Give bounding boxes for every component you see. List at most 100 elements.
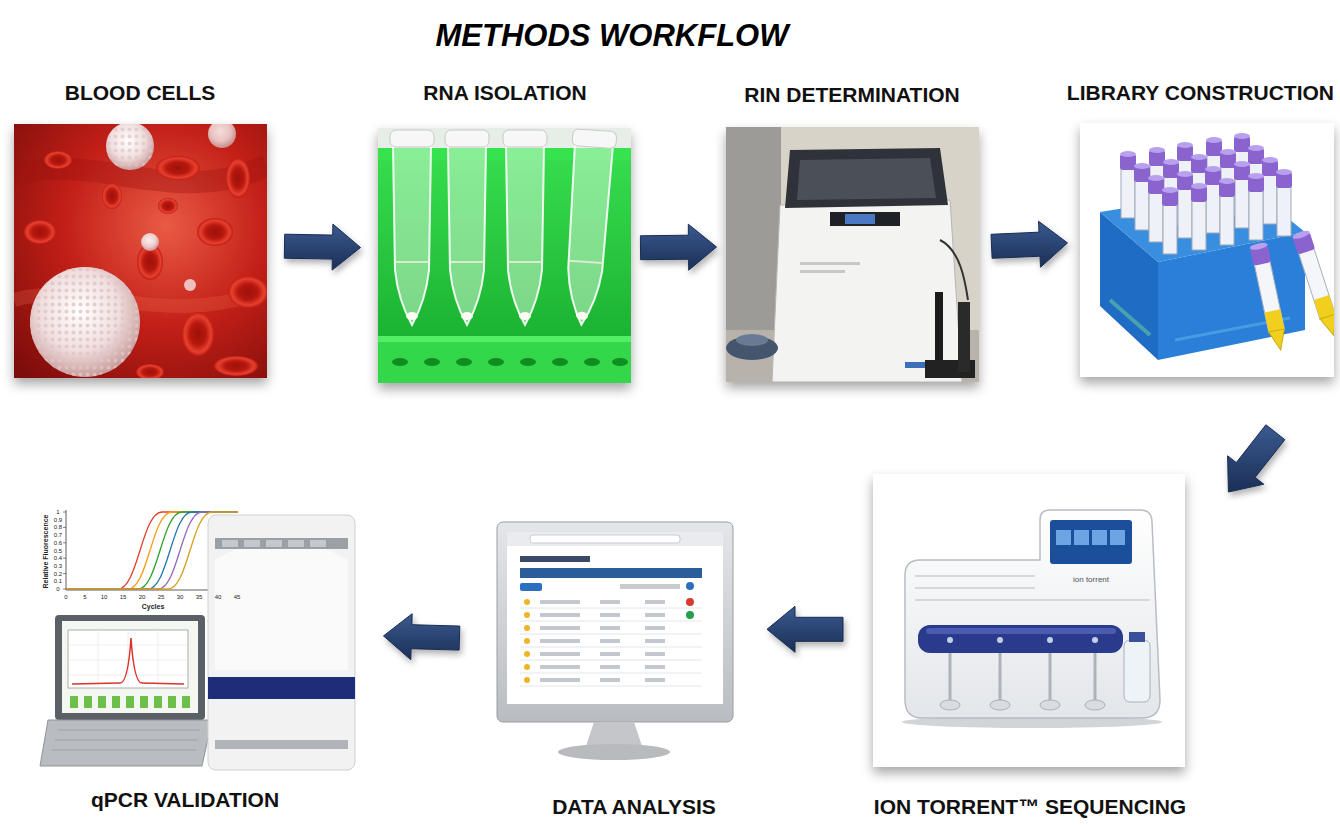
drawing-part	[1124, 640, 1150, 702]
step-heading: BLOOD CELLS	[65, 81, 216, 105]
drawing-part	[266, 540, 282, 547]
drawing-part	[1129, 632, 1145, 642]
drawing-part	[612, 358, 628, 366]
step-panel: RIN DETERMINATION	[726, 127, 979, 382]
drawing-part	[845, 214, 875, 224]
drawing-part	[106, 124, 154, 170]
drawing-part	[645, 600, 665, 604]
drawing-part	[600, 639, 620, 643]
drawing-part	[456, 358, 472, 366]
axis-title: Relative Fluorescence	[43, 514, 50, 588]
drawing-part	[63, 589, 66, 590]
drawing-part	[44, 151, 72, 169]
drawing-part	[915, 587, 1035, 589]
drawing-part	[600, 600, 620, 604]
drawing-part	[63, 558, 66, 559]
drawing-part	[958, 302, 970, 372]
bioanalyzer-illustration	[726, 127, 979, 382]
drawing-part	[915, 599, 1150, 601]
drawing-part	[168, 696, 176, 708]
sequencer-illustration	[873, 474, 1185, 767]
drawing-part	[55, 615, 205, 720]
drawing-part	[926, 628, 1116, 634]
drawing-part	[540, 678, 580, 682]
drawing-part	[686, 611, 694, 619]
drawing-part	[520, 621, 702, 622]
tick-label: 5	[83, 594, 86, 600]
drawing-part	[226, 158, 250, 198]
drawing-part	[158, 630, 159, 688]
drawing-part	[1219, 178, 1235, 245]
tick-label: 0.6	[54, 540, 62, 546]
drawing-part	[772, 200, 962, 382]
drawing-part	[552, 358, 568, 366]
drawing-part	[520, 647, 702, 648]
drawing-part	[141, 233, 159, 251]
drawing-part	[540, 600, 665, 682]
drawing-part	[98, 696, 106, 708]
drawing-part	[530, 535, 680, 543]
drawing-part	[68, 630, 188, 688]
drawing-part	[915, 575, 1035, 577]
drawing-part	[524, 599, 530, 605]
drawing-part	[1080, 123, 1334, 377]
drawing-part	[310, 540, 326, 547]
drawing-part	[645, 626, 665, 630]
drawing-part	[520, 686, 702, 687]
drawing-part	[507, 532, 723, 704]
tick-label: 0	[56, 586, 59, 592]
drawing-part	[1094, 653, 1097, 702]
drawing-part	[182, 696, 190, 708]
drawing-part	[586, 722, 642, 746]
drawing-part	[830, 212, 900, 226]
drawing-part	[102, 183, 122, 209]
drawing-part	[126, 696, 134, 708]
drawing-part	[208, 124, 236, 148]
drawing-part	[497, 522, 733, 722]
axis-title: Cycles	[142, 603, 165, 610]
drawing-part	[445, 130, 489, 325]
drawing-part	[55, 740, 198, 741]
drawing-part	[52, 750, 196, 751]
flow-arrow	[384, 614, 460, 660]
drawing-part	[390, 130, 434, 325]
drawing-part	[520, 660, 702, 661]
drawing-part	[800, 262, 860, 265]
drawing-part	[288, 540, 304, 547]
drawing-part	[524, 599, 530, 683]
drawing-part	[392, 358, 408, 366]
drawing-part	[1110, 300, 1150, 335]
drawing-part	[736, 334, 768, 346]
tick-label: 0.5	[54, 548, 62, 554]
tick-label: 1	[56, 509, 59, 515]
drawing-part	[1092, 530, 1107, 545]
drawing-part	[600, 665, 620, 669]
drawing-part	[524, 677, 530, 683]
drawing-part	[940, 240, 968, 300]
drawing-part	[1177, 171, 1193, 238]
drawing-part	[600, 652, 620, 656]
drawing-part	[520, 634, 702, 635]
drawing-part	[222, 540, 326, 547]
drawing-part	[905, 510, 1160, 718]
tick-label: 20	[139, 594, 146, 600]
tick-label: 40	[215, 594, 222, 600]
drawing-part	[1134, 163, 1150, 230]
drawing-part	[184, 279, 196, 291]
drawing-part	[154, 696, 162, 708]
drawing-part	[140, 696, 148, 708]
step-panel: BLOOD CELLS	[14, 124, 267, 378]
device-label: ion torrent	[1073, 576, 1109, 584]
drawing-part	[947, 637, 953, 643]
drawing-part	[1080, 123, 1334, 377]
tick-label: 0.2	[54, 571, 62, 577]
drawing-part	[540, 665, 580, 669]
drawing-part	[1249, 242, 1289, 352]
drawing-part	[524, 664, 530, 670]
drawing-part	[112, 696, 120, 708]
tick-label: 0.3	[54, 563, 62, 569]
drawing-part	[214, 356, 258, 376]
drawing-part	[215, 540, 348, 670]
